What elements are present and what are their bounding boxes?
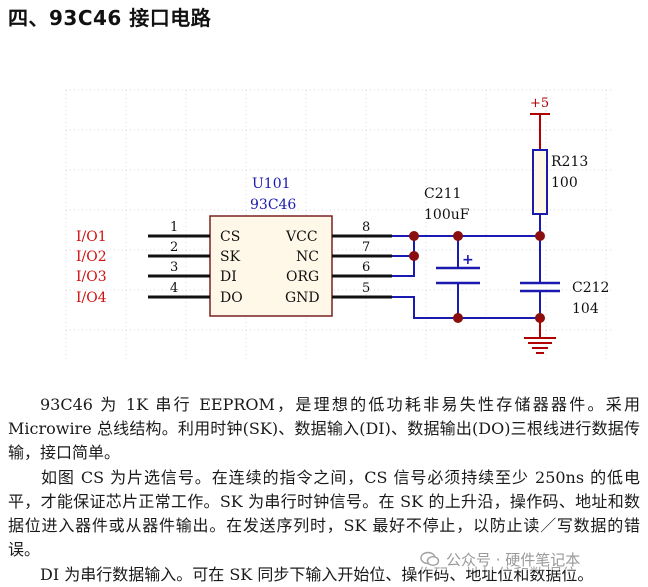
watermark: 公众号 · 硬件笔记本 (420, 548, 581, 570)
paragraph-cs-sk: 如图 CS 为片选信号。在连续的指令之间，CS 信号必须持续至少 250ns 的… (8, 466, 640, 562)
c212-value: 104 (572, 301, 599, 317)
ground-symbol (524, 318, 556, 354)
pin-di-label: DI (220, 269, 237, 285)
io4-label: I/O4 (76, 290, 107, 306)
pin-5-number: 5 (362, 281, 370, 296)
c212-ref: C212 (572, 280, 609, 296)
wechat-icon (420, 551, 440, 567)
pin-do-label: DO (220, 290, 243, 306)
c211-polarity-mark: + (462, 252, 474, 268)
junction-dots (409, 231, 545, 323)
io3-label: I/O3 (76, 269, 107, 285)
pin-8-number: 8 (362, 220, 370, 235)
capacitor-c211 (436, 266, 480, 285)
pin-nc-label: NC (296, 249, 319, 265)
left-pin-leads (148, 234, 210, 299)
pin-vcc-label: VCC (285, 229, 318, 245)
chip-ref: U101 (252, 176, 291, 192)
r213-value: 100 (551, 175, 578, 191)
section-heading: 四、93C46 接口电路 (8, 6, 212, 30)
pin-org-label: ORG (286, 269, 319, 285)
pin-1-number: 1 (170, 220, 178, 235)
chip-part: 93C46 (250, 197, 296, 213)
supply-label: +5 (530, 96, 549, 111)
io1-label: I/O1 (76, 229, 107, 245)
pin-4-number: 4 (170, 281, 178, 296)
c211-ref: C211 (424, 186, 461, 202)
c211-value: 100uF (424, 207, 470, 223)
grid-background (65, 89, 612, 360)
pin-gnd-label: GND (285, 290, 320, 306)
right-pin-leads (332, 234, 392, 299)
watermark-text: 公众号 · 硬件笔记本 (446, 550, 581, 569)
pin-cs-label: CS (220, 229, 240, 245)
paragraph-intro-text: 93C46 为 1K 串行 EEPROM，是理想的低功耗非易失性存储器器件。采用… (8, 395, 640, 462)
pin-3-number: 3 (170, 260, 178, 275)
pin-sk-label: SK (220, 249, 241, 265)
io2-label: I/O2 (76, 249, 107, 265)
paragraph-intro: 93C46 为 1K 串行 EEPROM，是理想的低功耗非易失性存储器器件。采用… (8, 393, 640, 465)
r213-ref: R213 (551, 154, 588, 170)
pin-7-number: 7 (362, 240, 370, 255)
capacitor-c212 (520, 281, 560, 293)
resistor-r213 (532, 149, 548, 215)
interface-schematic: U101 93C46 1 2 3 4 CS SK DI DO I/O1 I/O2… (65, 89, 612, 360)
paragraph-cs-sk-text: 如图 CS 为片选信号。在连续的指令之间，CS 信号必须持续至少 250ns 的… (8, 468, 640, 559)
pin-2-number: 2 (170, 240, 178, 255)
pin-6-number: 6 (362, 260, 370, 275)
chip-body (209, 215, 333, 317)
